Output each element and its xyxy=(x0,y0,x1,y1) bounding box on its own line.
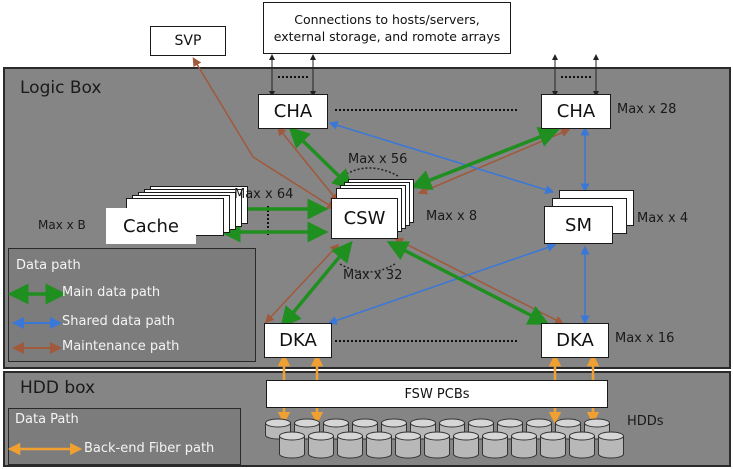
sm-label: SM xyxy=(565,214,592,236)
hdd-cylinder xyxy=(424,431,450,459)
csw-label: CSW xyxy=(343,208,386,229)
legend-main-label: Main data path xyxy=(62,285,161,300)
hdd-cylinder xyxy=(279,431,305,459)
hdd-cylinder xyxy=(366,431,392,459)
sm-max-label: Max x 4 xyxy=(637,211,689,226)
main-path xyxy=(410,127,560,190)
connections-line1: Connections to hosts/servers, xyxy=(294,12,480,27)
hdd-cylinder xyxy=(337,431,363,459)
cache-csw-link-count: Max x 64 xyxy=(234,187,294,202)
legend-fiber-label: Back-end Fiber path xyxy=(84,441,215,456)
hdd-cylinder xyxy=(569,431,595,459)
dka-max-label: Max x 16 xyxy=(615,331,675,346)
hdd-cylinder xyxy=(482,431,508,459)
hdd-cylinder xyxy=(308,431,334,459)
cha-max-label: Max x 28 xyxy=(617,102,677,117)
cache-max-label: Max x B xyxy=(38,218,86,232)
connections-box: Connections to hosts/servers, external s… xyxy=(263,2,511,54)
main-paths xyxy=(219,126,560,329)
cha-left-box: CHA xyxy=(258,94,328,129)
hdd-cylinder xyxy=(453,431,479,459)
hdd-cylinder xyxy=(511,431,537,459)
legend-shared-label: Shared data path xyxy=(62,314,175,329)
csw-box: CSW xyxy=(331,198,398,239)
cha-right-box: CHA xyxy=(541,94,611,129)
logic-legend-title: Data path xyxy=(16,258,81,273)
hdd-box-title: HDD box xyxy=(20,378,96,398)
cha-right-label: CHA xyxy=(556,101,596,122)
csw-max-label: Max x 8 xyxy=(426,209,478,224)
main-path xyxy=(386,241,550,325)
dka-csw-link-count: Max x 32 xyxy=(343,268,403,283)
hdd-cylinder xyxy=(598,431,624,459)
hdd-cylinder xyxy=(540,431,566,459)
hdd-legend-title: Data Path xyxy=(15,412,79,427)
hdd-cylinder xyxy=(395,431,421,459)
cha-csw-link-count: Max x 56 xyxy=(348,152,408,167)
main-path xyxy=(280,240,353,329)
sm-box: SM xyxy=(544,206,613,244)
main-path xyxy=(288,126,354,191)
cha-left-label: CHA xyxy=(273,101,313,122)
legend-maintenance-label: Maintenance path xyxy=(62,339,180,354)
svp-box: SVP xyxy=(150,26,226,56)
hdd-array xyxy=(265,418,624,459)
cache-box: Cache xyxy=(106,208,196,244)
fsw-pcbs-label: FSW PCBs xyxy=(404,386,470,402)
dka-right-label: DKA xyxy=(556,330,594,351)
logic-box-title: Logic Box xyxy=(20,78,102,98)
connections-line2: external storage, and romote arrays xyxy=(273,29,501,44)
fsw-pcbs-box: FSW PCBs xyxy=(266,380,608,408)
dka-left-label: DKA xyxy=(279,330,317,351)
dka-right-box: DKA xyxy=(541,323,609,358)
hdds-label: HDDs xyxy=(627,414,664,429)
dka-left-box: DKA xyxy=(264,323,332,358)
svp-label: SVP xyxy=(174,33,202,49)
hdd-legend xyxy=(8,408,241,465)
cache-label: Cache xyxy=(123,215,179,237)
